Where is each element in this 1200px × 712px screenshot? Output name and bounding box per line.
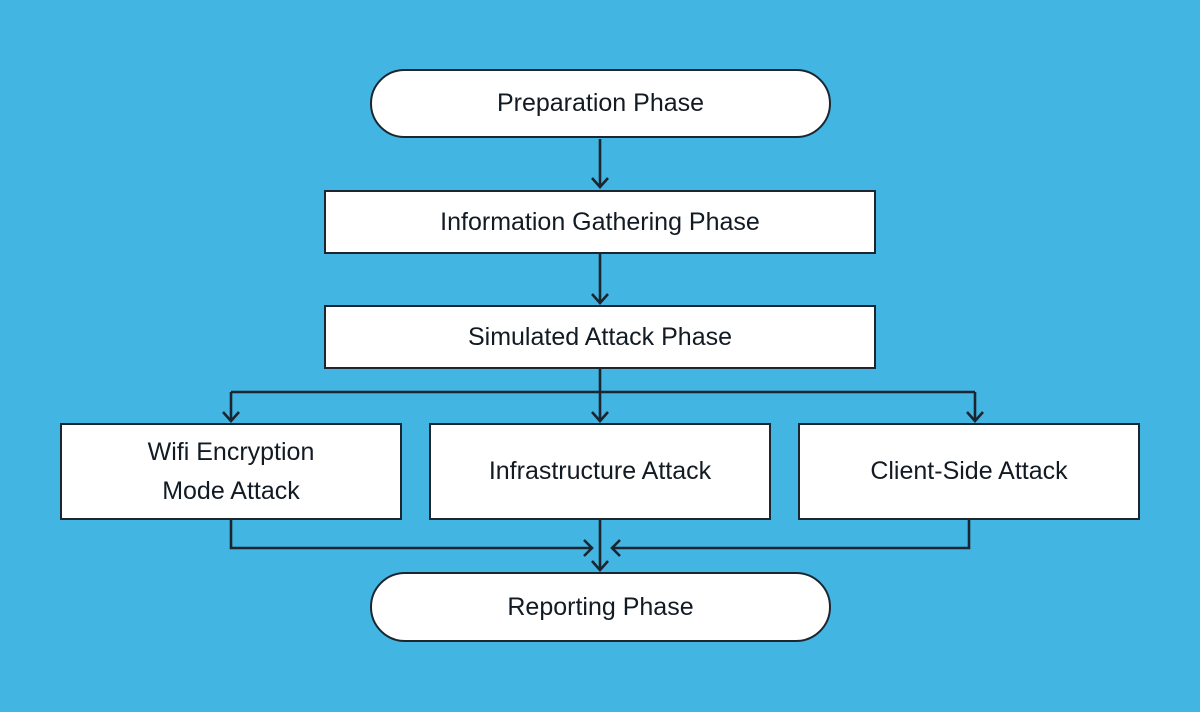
arrowhead-left-icon: [610, 539, 621, 557]
node-label: Infrastructure Attack: [488, 457, 712, 486]
edge-line: [229, 369, 977, 419]
node-reporting-phase: Reporting Phase: [370, 572, 831, 642]
arrowhead-right-icon: [583, 539, 594, 557]
arrowhead-down-icon: [222, 411, 240, 423]
node-client-side-attack: Client-Side Attack: [798, 423, 1140, 520]
edge-preparation-to-information: [591, 139, 609, 189]
edge-wifi-to-reporting: [229, 520, 594, 557]
edge-line: [229, 520, 591, 550]
edge-infrastructure-to-reporting: [591, 520, 609, 572]
node-label: Simulated Attack Phase: [467, 322, 733, 351]
arrowhead-down-icon: [591, 411, 609, 423]
node-infrastructure-attack: Infrastructure Attack: [429, 423, 771, 520]
edge-client-to-reporting: [610, 520, 971, 557]
arrowhead-down-icon: [591, 293, 609, 305]
arrowhead-down-icon: [966, 411, 984, 423]
node-simulated-attack-phase: Simulated Attack Phase: [324, 305, 876, 369]
arrowhead-down-icon: [591, 560, 609, 572]
edge-line: [613, 520, 971, 550]
node-preparation-phase: Preparation Phase: [370, 69, 831, 138]
node-label: Preparation Phase: [496, 89, 705, 118]
edge-simulated-branch: [222, 369, 984, 423]
node-label: Information Gathering Phase: [440, 207, 760, 236]
node-label: Reporting Phase: [507, 592, 694, 621]
arrowhead-down-icon: [591, 177, 609, 189]
edge-information-to-simulated: [591, 254, 609, 305]
node-wifi-encryption-mode-attack: Wifi Encryption Mode Attack: [60, 423, 402, 520]
node-label: Client-Side Attack: [870, 457, 1068, 486]
node-label: Wifi Encryption Mode Attack: [147, 437, 315, 505]
node-information-gathering-phase: Information Gathering Phase: [324, 190, 876, 254]
